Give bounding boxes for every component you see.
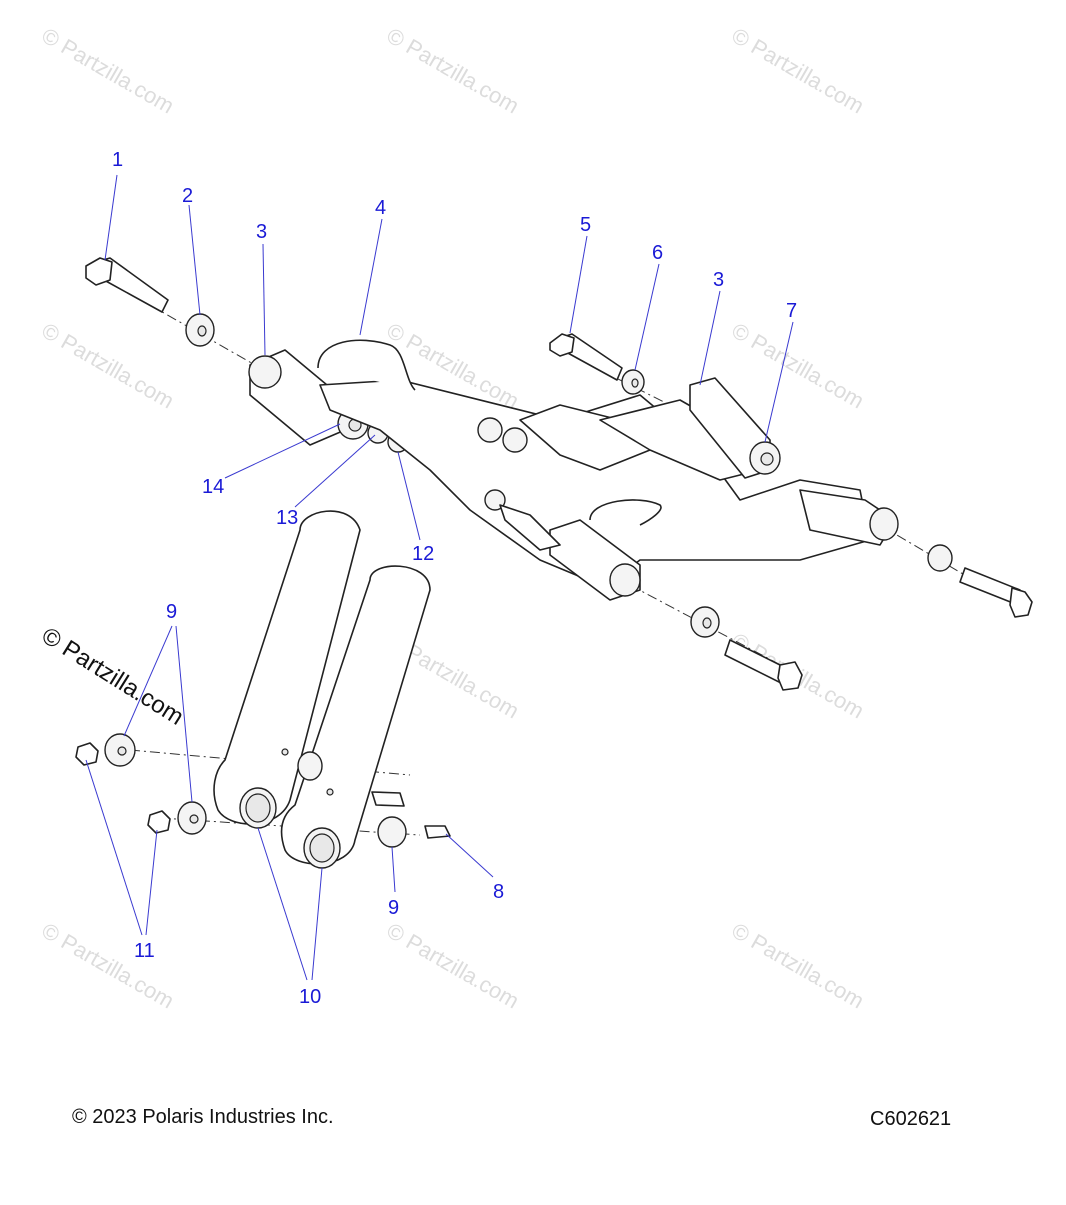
swing-arm-assembly (248, 339, 899, 601)
watermark: © Partzilla.com (728, 23, 869, 119)
watermark: © Partzilla.com (383, 918, 524, 1014)
callout-8: 8 (493, 881, 504, 903)
callouts: 1 2 3 4 5 6 3 7 14 13 12 9 9 8 11 10 (112, 149, 797, 1008)
callout-6: 6 (652, 242, 663, 264)
callout-2: 2 (182, 185, 193, 207)
watermark-prominent: © Partzilla.com (37, 622, 188, 731)
link-hardware (75, 733, 451, 848)
callout-10: 10 (299, 986, 321, 1008)
watermark: © Partzilla.com (728, 918, 869, 1014)
leader-lines (85, 174, 794, 981)
callout-7: 7 (786, 300, 797, 322)
callout-1: 1 (112, 149, 123, 171)
lower-hardware (690, 606, 803, 691)
callout-5: 5 (580, 214, 591, 236)
bolt-part-1 (85, 257, 169, 313)
callout-14: 14 (202, 476, 224, 498)
right-side-hardware (927, 544, 1033, 618)
diagram-code: C602621 (870, 1108, 952, 1130)
callout-13: 13 (276, 507, 298, 529)
links-part-10 (213, 510, 431, 869)
watermark: © Partzilla.com (38, 318, 179, 414)
washer-part-6 (621, 369, 645, 395)
washer-part-2 (185, 313, 215, 347)
callout-9: 9 (166, 601, 177, 623)
watermark: © Partzilla.com (38, 918, 179, 1014)
callout-3b: 3 (713, 269, 724, 291)
callout-3: 3 (256, 221, 267, 243)
watermark: © Partzilla.com (728, 318, 869, 414)
bolt-part-5 (549, 333, 623, 381)
callout-4: 4 (375, 197, 386, 219)
callout-9b: 9 (388, 897, 399, 919)
copyright-text: © 2023 Polaris Industries Inc. (72, 1106, 334, 1128)
callout-12: 12 (412, 543, 434, 565)
watermark: © Partzilla.com (383, 23, 524, 119)
watermark: © Partzilla.com (38, 23, 179, 119)
callout-11: 11 (134, 940, 155, 962)
